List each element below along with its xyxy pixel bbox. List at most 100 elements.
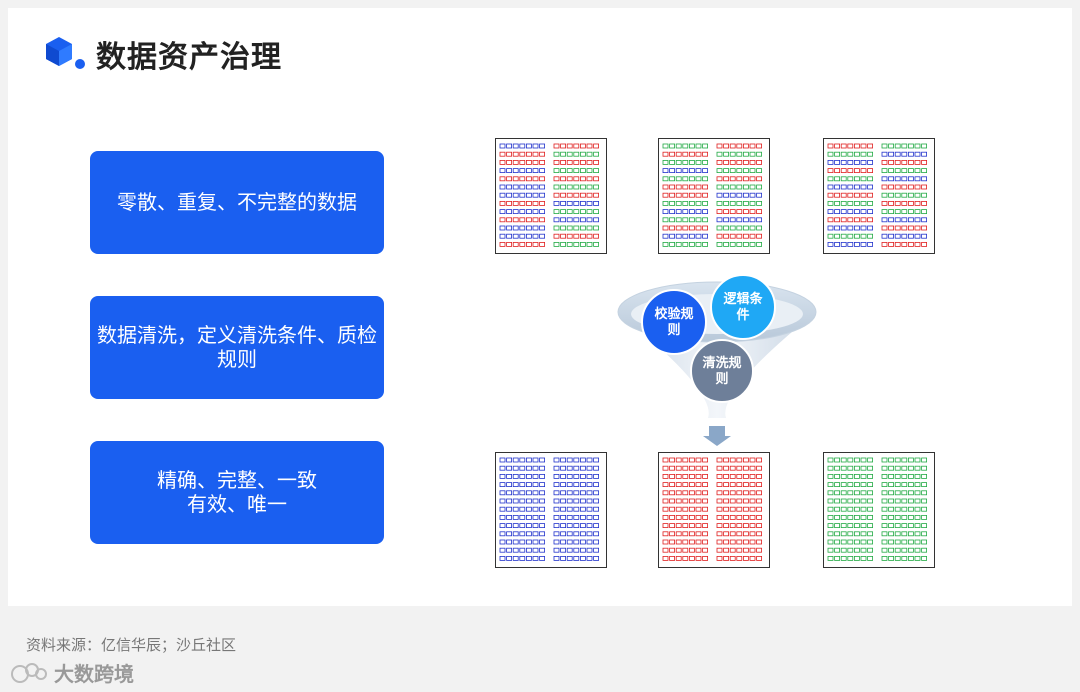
data-cell: [540, 507, 545, 511]
data-cell: [676, 532, 681, 536]
data-cell: [507, 491, 512, 495]
data-cell: [757, 234, 762, 238]
data-cell: [696, 169, 701, 173]
data-cell: [915, 556, 920, 560]
data-cell: [689, 210, 694, 214]
data-cell: [507, 524, 512, 528]
data-cell: [835, 466, 840, 470]
data-cell: [676, 185, 681, 189]
data-cell: [567, 160, 572, 164]
data-cell: [567, 524, 572, 528]
data-cell: [703, 474, 708, 478]
data-cell: [854, 177, 859, 181]
data-cell: [889, 548, 894, 552]
data-cell: [507, 201, 512, 205]
data-cell: [533, 242, 538, 246]
data-cell: [743, 177, 748, 181]
data-cell: [520, 234, 525, 238]
data-cell: [689, 556, 694, 560]
data-cell: [676, 152, 681, 156]
data-cell: [561, 524, 566, 528]
data-cell: [561, 556, 566, 560]
data-cell: [670, 483, 675, 487]
data-cell: [689, 242, 694, 246]
data-cell: [554, 524, 559, 528]
data-cell: [567, 483, 572, 487]
data-cell: [861, 169, 866, 173]
data-cell: [848, 499, 853, 503]
data-cell: [868, 499, 873, 503]
data-cell: [828, 152, 833, 156]
data-cell: [902, 491, 907, 495]
data-cell: [594, 234, 599, 238]
data-cell: [889, 144, 894, 148]
data-cell: [663, 169, 668, 173]
data-cell: [908, 548, 913, 552]
data-cell: [676, 201, 681, 205]
data-cell: [730, 234, 735, 238]
step-box-result: 精确、完整、一致 有效、唯一: [90, 441, 384, 544]
data-cell: [513, 515, 518, 519]
data-cell: [526, 226, 531, 230]
data-cell: [750, 210, 755, 214]
watermark-logo-icon: [10, 660, 48, 686]
data-cell: [757, 169, 762, 173]
data-cell: [841, 177, 846, 181]
data-cell: [882, 466, 887, 470]
data-cell: [724, 491, 729, 495]
data-cell: [574, 201, 579, 205]
data-cell: [703, 185, 708, 189]
data-cell: [696, 218, 701, 222]
data-cell: [868, 466, 873, 470]
data-cell: [750, 515, 755, 519]
data-cell: [922, 540, 927, 544]
data-cell: [513, 524, 518, 528]
data-cell: [561, 169, 566, 173]
data-cell: [696, 210, 701, 214]
data-cell: [724, 540, 729, 544]
data-cell: [835, 515, 840, 519]
data-cell: [587, 532, 592, 536]
data-cell: [835, 499, 840, 503]
cleaning-funnel: 校验规 则 逻辑条 件 清洗规 则: [612, 272, 822, 452]
data-cell: [526, 466, 531, 470]
data-cell: [574, 556, 579, 560]
data-cell: [908, 226, 913, 230]
data-cell: [717, 491, 722, 495]
data-cell: [587, 144, 592, 148]
data-cell: [908, 540, 913, 544]
data-cell: [507, 499, 512, 503]
data-cell: [533, 210, 538, 214]
data-cell: [676, 466, 681, 470]
data-cell: [689, 193, 694, 197]
data-cell: [526, 234, 531, 238]
data-cell: [567, 234, 572, 238]
data-cell: [567, 556, 572, 560]
data-cell: [750, 507, 755, 511]
data-cell: [574, 160, 579, 164]
data-cell: [841, 556, 846, 560]
data-cell: [828, 193, 833, 197]
data-cell: [567, 218, 572, 222]
data-cell: [507, 458, 512, 462]
data-cell: [594, 193, 599, 197]
circle-2-line-1: 逻辑条: [723, 291, 763, 306]
data-cell: [902, 556, 907, 560]
data-cell: [902, 177, 907, 181]
data-cell: [533, 144, 538, 148]
data-cell: [526, 144, 531, 148]
data-cell: [730, 548, 735, 552]
data-cell: [717, 201, 722, 205]
data-cell: [500, 144, 505, 148]
data-cell: [724, 144, 729, 148]
data-cell: [689, 226, 694, 230]
data-cell: [848, 556, 853, 560]
data-cell: [854, 491, 859, 495]
data-cell: [513, 218, 518, 222]
data-cell: [676, 177, 681, 181]
data-cell: [689, 466, 694, 470]
data-cell: [895, 193, 900, 197]
data-cell: [533, 169, 538, 173]
data-cell: [717, 160, 722, 164]
data-cell: [574, 458, 579, 462]
